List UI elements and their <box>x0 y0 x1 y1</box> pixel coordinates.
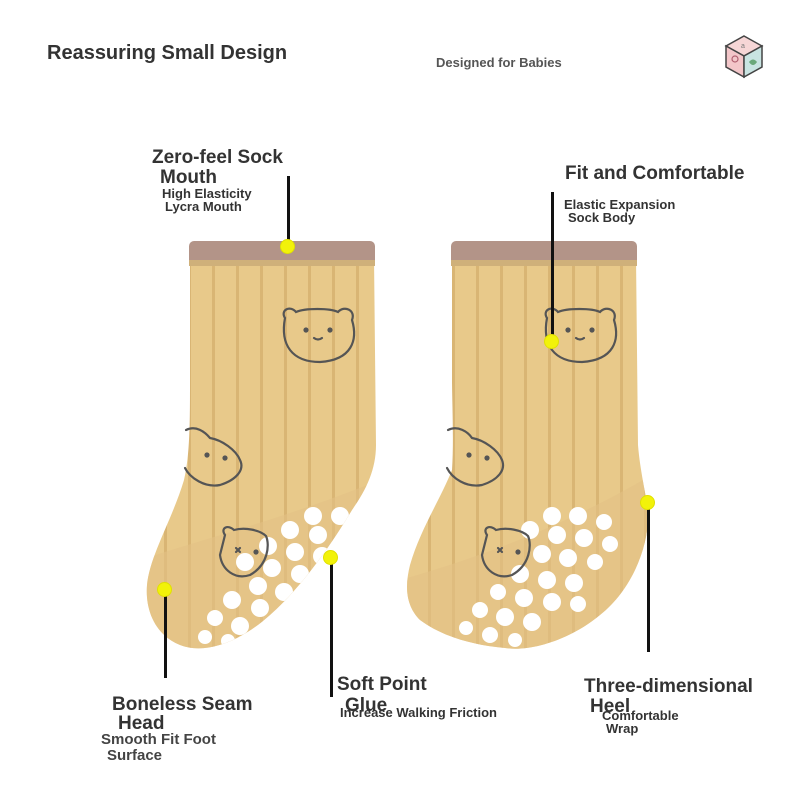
marker-heel <box>641 496 654 509</box>
callout-seam-head-title-1: Boneless Seam <box>112 694 253 715</box>
marker-seam-head <box>158 583 171 596</box>
callout-seam-head-title-2: Head <box>118 713 165 734</box>
right-sock <box>407 256 649 649</box>
callout-fit-title: Fit and Comfortable <box>565 163 745 184</box>
leader-line-sock-mouth <box>287 176 290 246</box>
leader-line-soft-point <box>330 557 333 697</box>
callout-soft-point-sub: Increase Walking Friction <box>340 705 498 720</box>
page-title: Reassuring Small Design <box>47 42 288 64</box>
marker-fit <box>545 335 558 348</box>
callout-heel-sub-1: Comfortable <box>602 708 679 723</box>
callout-fit-sub-1: Elastic Expansion <box>564 197 676 212</box>
callout-sock-mouth-sub-2: Lycra Mouth <box>165 199 242 214</box>
callout-heel-title-1: Three-dimensional <box>584 676 753 697</box>
leader-line-fit <box>551 192 554 342</box>
leader-line-heel <box>647 502 650 652</box>
callout-heel-sub-2: Wrap <box>606 721 639 736</box>
callout-soft-point-title-2: Glue <box>345 695 388 716</box>
callout-sock-mouth-sub-1: High Elasticity <box>162 186 252 201</box>
page-subtitle: Designed for Babies <box>436 55 562 70</box>
callout-sock-mouth-title-1: Zero-feel Sock <box>152 147 283 168</box>
marker-sock-mouth <box>281 240 294 253</box>
callout-heel-title-2: Heel <box>590 696 631 717</box>
callout-fit-sub-2: Sock Body <box>568 210 636 225</box>
callout-sock-mouth-title-2: Mouth <box>160 167 217 188</box>
leader-line-seam-head <box>164 590 167 678</box>
callout-seam-head-sub-2: Surface <box>107 747 163 764</box>
marker-soft-point <box>324 551 337 564</box>
callout-soft-point-title-1: Soft Point <box>337 674 427 695</box>
callout-seam-head-sub-1: Smooth Fit Foot <box>101 731 216 748</box>
